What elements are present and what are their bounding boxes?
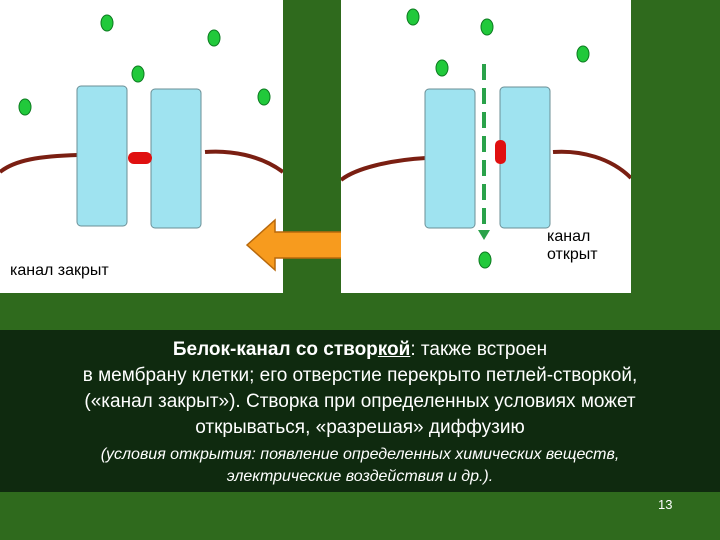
gate-closed <box>128 152 152 164</box>
molecule-icon <box>435 59 449 77</box>
description-line-1: Белок-канал со створкой: также встроен <box>0 337 720 363</box>
open-channel-panel <box>341 0 631 293</box>
gate-open <box>495 140 506 164</box>
molecule-icon <box>480 18 494 36</box>
conditions-note: (условия открытия: появление определенны… <box>0 444 720 488</box>
channel-protein-right <box>150 88 202 229</box>
description-line-3: («канал закрыт»). Створка при определенн… <box>84 391 636 412</box>
description-line-4: открываться, «разрешая» диффузию <box>195 417 525 438</box>
diffusion-arrowhead-icon <box>478 230 490 240</box>
molecule-icon <box>406 8 420 26</box>
description-line-2: в мембрану клетки; его отверстие перекры… <box>82 365 638 386</box>
molecule-icon <box>257 88 271 106</box>
molecule-icon <box>207 29 221 47</box>
title-bold: Белок-канал со створ <box>172 339 378 360</box>
membrane-left-segment <box>0 153 79 174</box>
conditions-line-2: электрические воздействия и др.). <box>226 468 494 485</box>
label-open-line1: канал <box>547 228 591 245</box>
molecule-icon <box>131 65 145 83</box>
membrane-left-segment <box>341 156 427 182</box>
molecule-icon <box>100 14 114 32</box>
title-bold-underline: кой <box>377 339 411 360</box>
molecule-icon <box>576 45 590 63</box>
channel-protein-left <box>76 85 128 227</box>
page-number: 13 <box>658 497 673 512</box>
description-text: Белок-канал со створкой: также встроен в… <box>0 337 720 441</box>
closed-channel-panel: канал закрыт <box>0 0 283 293</box>
conditions-line-1: (условия открытия: появление определенны… <box>100 446 620 463</box>
title-rest: : также встроен <box>410 339 548 360</box>
channel-protein-left <box>424 88 476 229</box>
closed-channel-diagram <box>0 14 283 229</box>
open-channel-diagram <box>341 8 631 269</box>
channel-protein-right <box>499 86 551 229</box>
membrane-right-segment <box>552 149 631 180</box>
description-band <box>0 330 720 492</box>
membrane-right-segment <box>204 149 283 174</box>
molecule-icon <box>478 251 492 269</box>
label-open-line2: открыт <box>547 246 598 263</box>
molecule-icon <box>18 98 32 116</box>
label-channel-open: канал открыт <box>547 228 598 264</box>
label-channel-closed: канал закрыт <box>10 262 109 279</box>
